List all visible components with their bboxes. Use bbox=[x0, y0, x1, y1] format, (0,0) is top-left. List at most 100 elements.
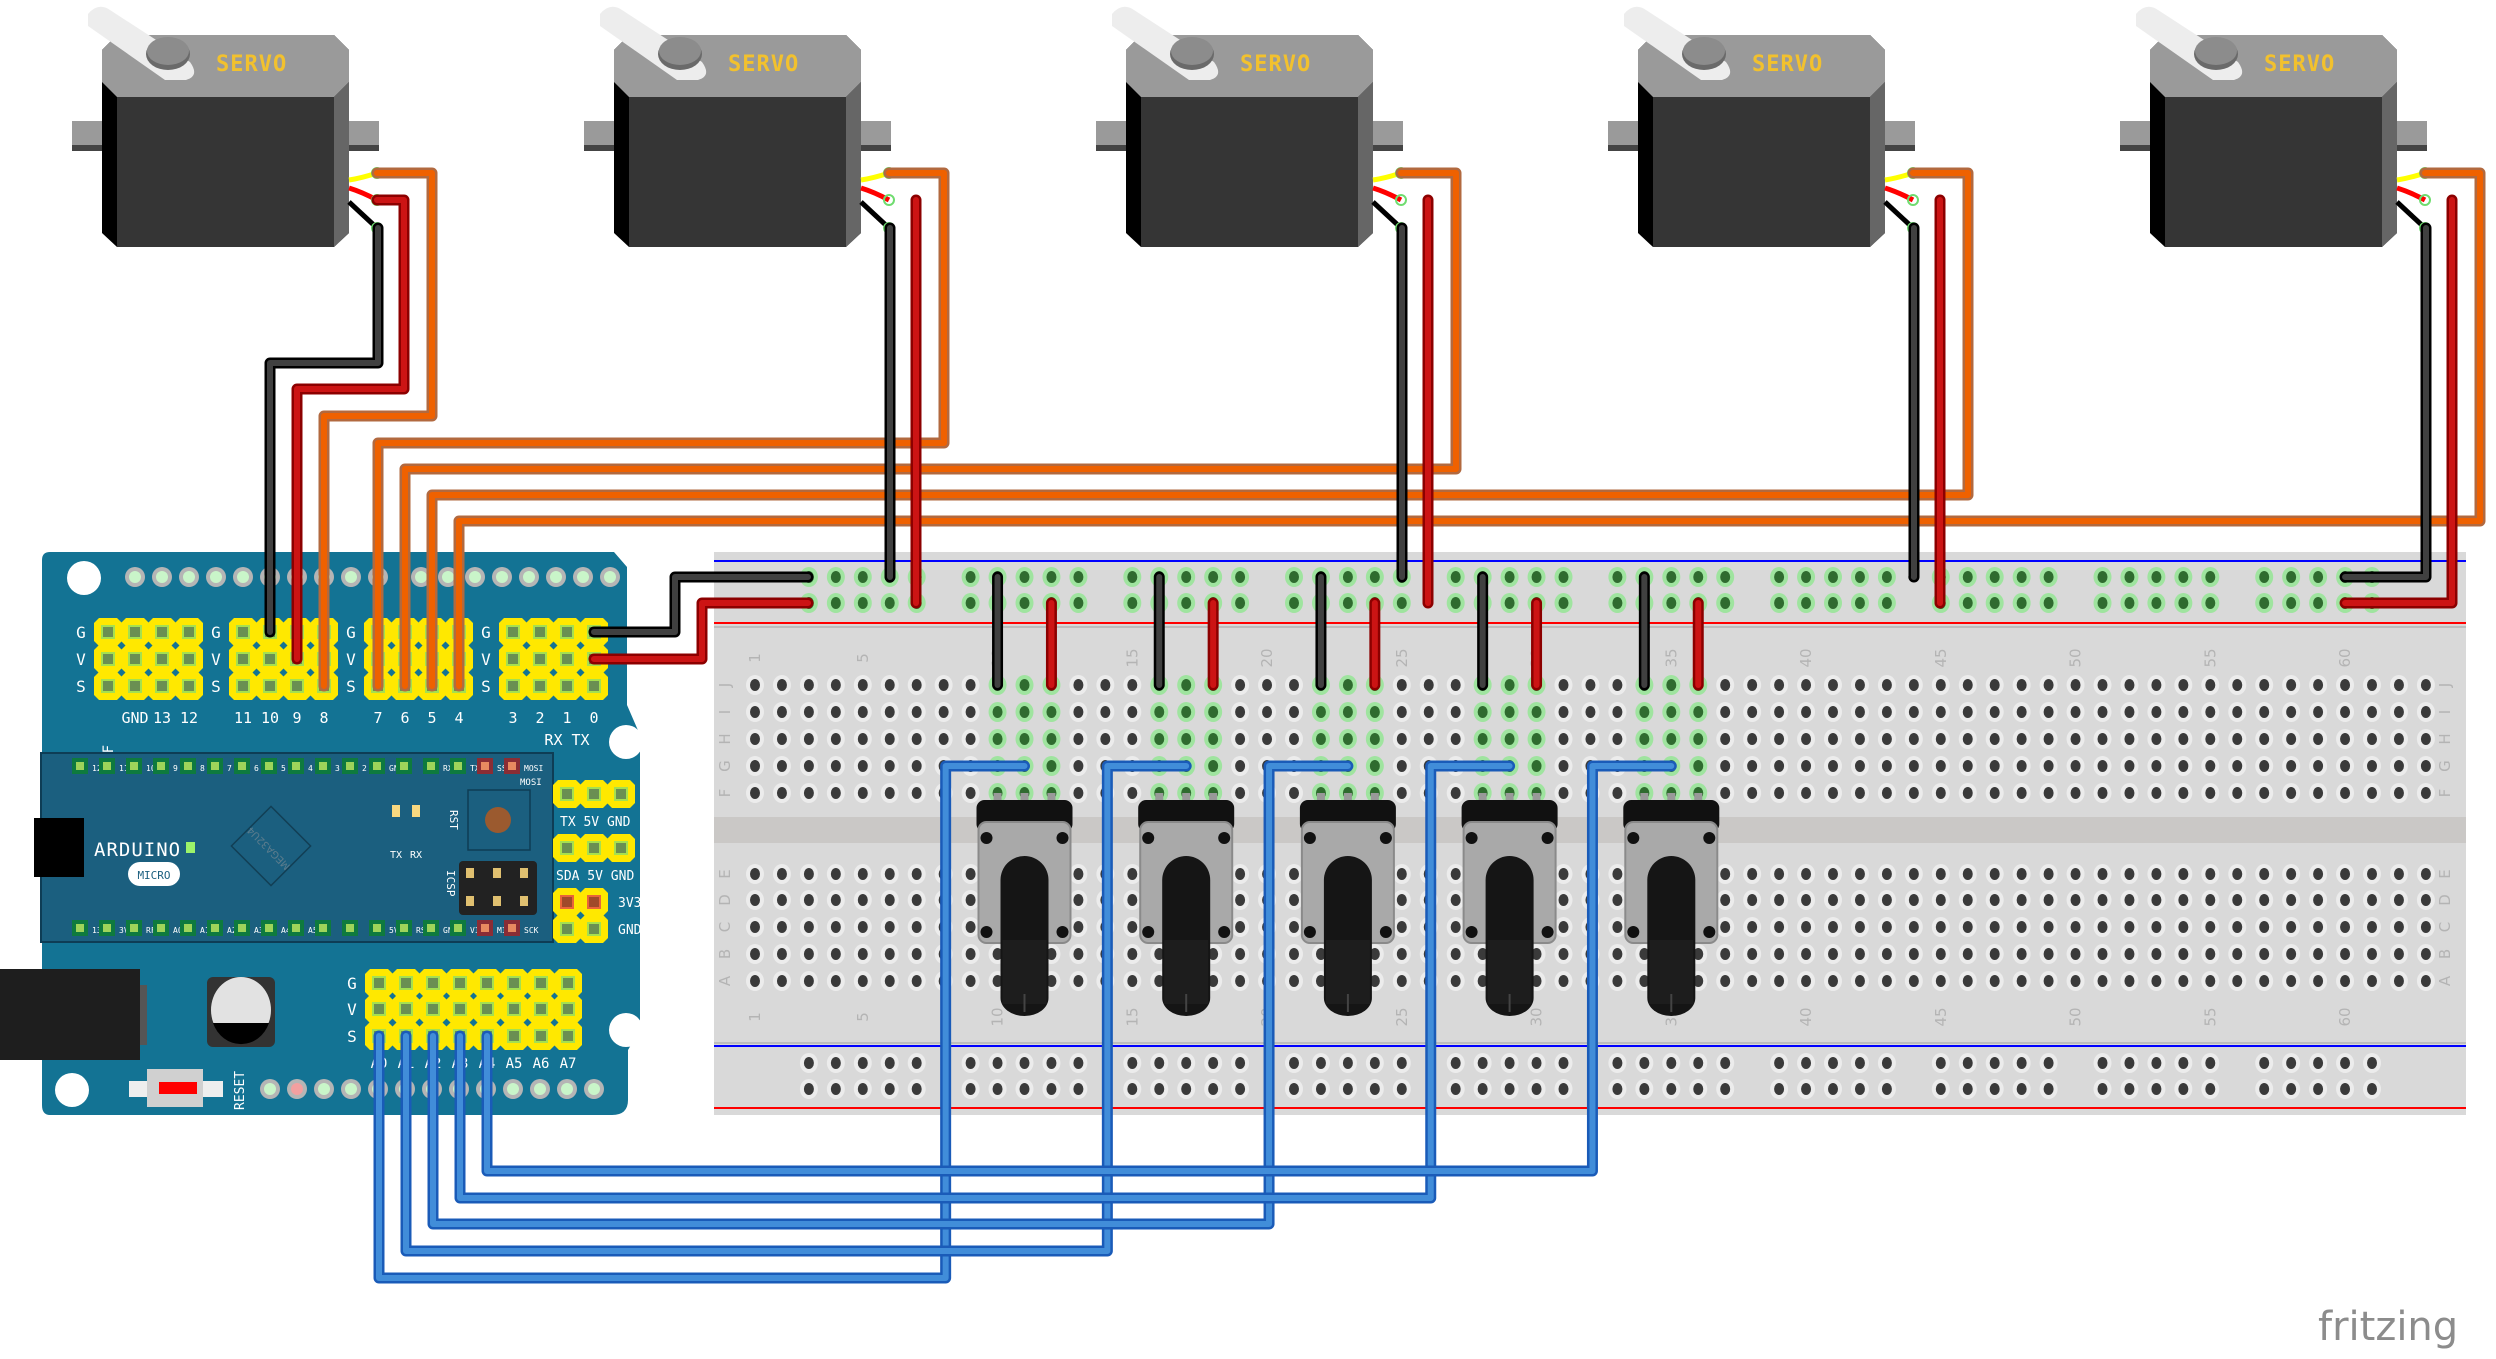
rail-hole-bottom[interactable] bbox=[2043, 1083, 2054, 1095]
breadboard-hole[interactable] bbox=[2124, 975, 2135, 987]
header-hole[interactable] bbox=[129, 571, 141, 583]
rail-hole-bottom[interactable] bbox=[1450, 1083, 1461, 1095]
breadboard-hole[interactable] bbox=[1289, 975, 1299, 987]
rail-hole-bottom[interactable] bbox=[911, 1083, 922, 1095]
breadboard-hole[interactable] bbox=[2232, 787, 2243, 799]
rail-hole-top[interactable] bbox=[2124, 597, 2135, 609]
breadboard-hole[interactable] bbox=[911, 679, 922, 691]
rail-hole-top[interactable] bbox=[1019, 571, 1030, 583]
rail-hole-bottom[interactable] bbox=[2097, 1083, 2108, 1095]
rail-hole-top[interactable] bbox=[2043, 571, 2054, 583]
rail-hole-bottom[interactable] bbox=[1558, 1083, 1569, 1095]
micro-pin[interactable] bbox=[373, 924, 381, 932]
rail-hole-top[interactable] bbox=[2151, 571, 2162, 583]
breadboard-hole[interactable] bbox=[1612, 706, 1623, 718]
breadboard-hole[interactable] bbox=[2340, 787, 2351, 799]
breadboard-hole[interactable] bbox=[1046, 760, 1057, 772]
analog-pin[interactable] bbox=[480, 1002, 494, 1016]
breadboard-hole[interactable] bbox=[2070, 868, 2081, 880]
breadboard-hole[interactable] bbox=[2097, 760, 2108, 772]
rail-hole-bottom[interactable] bbox=[1208, 1057, 1219, 1069]
rail-hole-bottom[interactable] bbox=[1235, 1083, 1246, 1095]
breadboard-hole[interactable] bbox=[2393, 921, 2404, 933]
breadboard-hole[interactable] bbox=[2016, 706, 2027, 718]
analog-pin[interactable] bbox=[507, 1002, 521, 1016]
breadboard-hole[interactable] bbox=[2313, 787, 2324, 799]
breadboard-hole[interactable] bbox=[2367, 948, 2377, 960]
breadboard-hole[interactable] bbox=[2151, 733, 2162, 745]
breadboard-hole[interactable] bbox=[1396, 868, 1407, 880]
breadboard-hole[interactable] bbox=[2232, 975, 2243, 987]
shield-pin[interactable] bbox=[560, 625, 574, 639]
breadboard-hole[interactable] bbox=[1881, 706, 1892, 718]
breadboard-hole[interactable] bbox=[2043, 868, 2054, 880]
shield-pin[interactable] bbox=[236, 652, 250, 666]
rail-hole-top[interactable] bbox=[1854, 571, 1865, 583]
breadboard-hole[interactable] bbox=[1073, 706, 1084, 718]
breadboard-hole[interactable] bbox=[1477, 975, 1488, 987]
breadboard-hole[interactable] bbox=[1935, 868, 1946, 880]
breadboard-hole[interactable] bbox=[1127, 733, 1138, 745]
breadboard-hole[interactable] bbox=[2043, 733, 2054, 745]
breadboard-hole[interactable] bbox=[2070, 679, 2081, 691]
breadboard-hole[interactable] bbox=[2286, 948, 2297, 960]
breadboard-hole[interactable] bbox=[803, 948, 814, 960]
rail-hole-top[interactable] bbox=[1531, 571, 1542, 583]
breadboard-hole[interactable] bbox=[884, 706, 895, 718]
micro-pin[interactable] bbox=[76, 924, 84, 932]
rail-hole-bottom[interactable] bbox=[1666, 1083, 1677, 1095]
header-hole[interactable] bbox=[156, 571, 168, 583]
breadboard-hole[interactable] bbox=[857, 921, 868, 933]
breadboard-hole[interactable] bbox=[1828, 787, 1838, 799]
breadboard-hole[interactable] bbox=[1854, 921, 1865, 933]
breadboard-hole[interactable] bbox=[1127, 679, 1138, 691]
breadboard-hole[interactable] bbox=[1774, 787, 1785, 799]
breadboard-hole[interactable] bbox=[2313, 894, 2324, 906]
rail-hole-top[interactable] bbox=[2097, 597, 2108, 609]
rail-hole-top[interactable] bbox=[2286, 597, 2297, 609]
rail-hole-top[interactable] bbox=[1801, 597, 1812, 609]
breadboard-hole[interactable] bbox=[2340, 921, 2351, 933]
breadboard-hole[interactable] bbox=[884, 679, 895, 691]
breadboard-hole[interactable] bbox=[1720, 733, 1731, 745]
breadboard-hole[interactable] bbox=[750, 948, 760, 960]
breadboard-hole[interactable] bbox=[2259, 894, 2270, 906]
breadboard-hole[interactable] bbox=[1450, 679, 1461, 691]
breadboard-hole[interactable] bbox=[1935, 787, 1946, 799]
breadboard-hole[interactable] bbox=[1342, 706, 1353, 718]
breadboard-hole[interactable] bbox=[1693, 733, 1704, 745]
breadboard-hole[interactable] bbox=[1881, 787, 1892, 799]
breadboard-hole[interactable] bbox=[1127, 975, 1138, 987]
shield-pin[interactable] bbox=[506, 625, 520, 639]
micro-pin[interactable] bbox=[292, 762, 300, 770]
breadboard-hole[interactable] bbox=[1801, 975, 1812, 987]
analog-pin[interactable] bbox=[426, 1002, 440, 1016]
pot2-wiper-to-a1-wire[interactable] bbox=[403, 763, 1190, 1254]
breadboard-hole[interactable] bbox=[1450, 706, 1461, 718]
breadboard-hole[interactable] bbox=[1235, 760, 1246, 772]
rail-hole-bottom[interactable] bbox=[1073, 1057, 1084, 1069]
breadboard-hole[interactable] bbox=[857, 868, 868, 880]
breadboard-hole[interactable] bbox=[776, 868, 787, 880]
breadboard-hole[interactable] bbox=[2016, 679, 2027, 691]
breadboard-hole[interactable] bbox=[1639, 733, 1650, 745]
breadboard-hole[interactable] bbox=[1450, 868, 1461, 880]
breadboard-hole[interactable] bbox=[2420, 760, 2431, 772]
breadboard-hole[interactable] bbox=[1531, 948, 1542, 960]
micro-pin[interactable] bbox=[508, 762, 516, 770]
rail-hole-top[interactable] bbox=[2259, 571, 2270, 583]
rail-hole-bottom[interactable] bbox=[1073, 1083, 1084, 1095]
breadboard-hole[interactable] bbox=[1962, 733, 1973, 745]
breadboard-hole[interactable] bbox=[2178, 787, 2189, 799]
micro-pin[interactable] bbox=[265, 762, 273, 770]
breadboard-hole[interactable] bbox=[1289, 706, 1299, 718]
rail-hole-bottom[interactable] bbox=[2205, 1083, 2216, 1095]
breadboard-hole[interactable] bbox=[1531, 733, 1542, 745]
rail-hole-bottom[interactable] bbox=[1828, 1057, 1838, 1069]
rail-hole-bottom[interactable] bbox=[884, 1083, 895, 1095]
rail-hole-bottom[interactable] bbox=[1342, 1083, 1353, 1095]
rail-hole-bottom[interactable] bbox=[2205, 1057, 2216, 1069]
rail-hole-top[interactable] bbox=[1558, 597, 1569, 609]
rail-hole-top[interactable] bbox=[1558, 571, 1569, 583]
breadboard-hole[interactable] bbox=[2097, 868, 2108, 880]
